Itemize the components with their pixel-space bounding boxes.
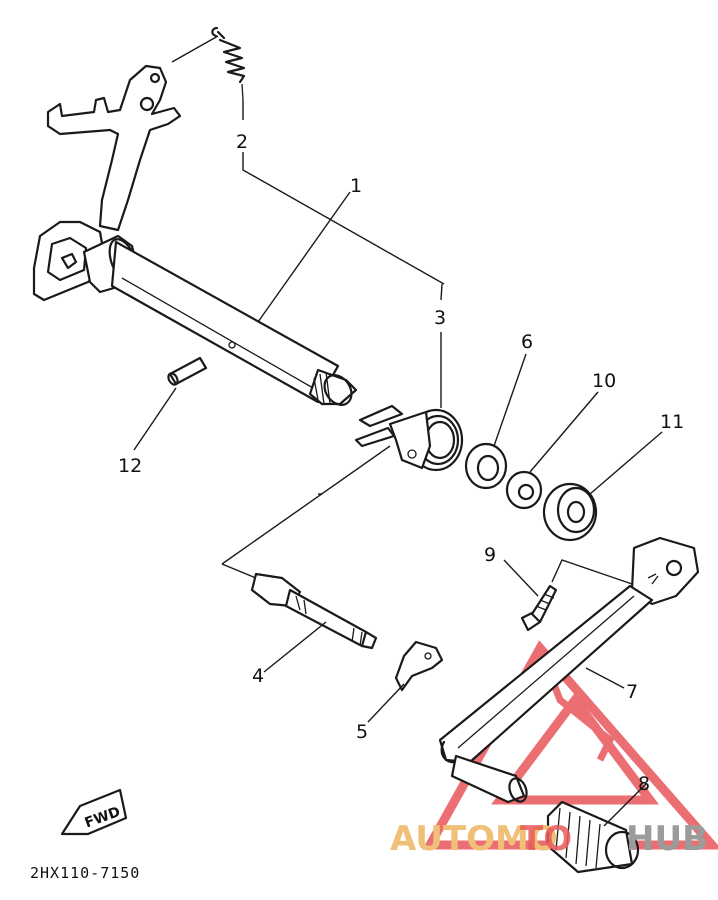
- leader-7: [585, 667, 625, 689]
- part-7-shift-pedal[interactable]: [438, 536, 700, 804]
- callout-8: 8: [638, 773, 650, 795]
- leader-6: [493, 353, 527, 447]
- leader-11: [589, 431, 663, 495]
- callout-7: 7: [626, 681, 638, 703]
- watermark-triangle-inner: [491, 692, 659, 805]
- part-2-spring[interactable]: [211, 26, 246, 101]
- leader-10: [529, 391, 599, 473]
- leader-5: [367, 683, 405, 723]
- callout-12: 12: [118, 455, 142, 477]
- leader-4-top: [221, 445, 391, 579]
- callout-10: 10: [592, 370, 616, 392]
- callout-11: 11: [660, 411, 684, 433]
- part-1-shift-shaft[interactable]: [32, 64, 358, 410]
- fwd-arrow-indicator: FWD: [60, 788, 128, 836]
- leader-4: [263, 621, 327, 673]
- leader-lines: [133, 35, 663, 827]
- watermark-word-b: TO: [520, 819, 572, 859]
- leader-9: [503, 559, 539, 597]
- watermark-text: AUTOMO TO HUB: [390, 819, 708, 859]
- part-8-rubber[interactable]: [546, 800, 640, 874]
- leader-9-pedal: [551, 559, 633, 585]
- part-4-stopper-bolt[interactable]: [250, 572, 378, 650]
- leader-1: [257, 191, 351, 323]
- leader-2-top: [171, 35, 219, 63]
- part-12-pin[interactable]: [167, 356, 208, 386]
- callout-6: 6: [521, 331, 533, 353]
- part-9-bolt[interactable]: [520, 584, 558, 632]
- callout-labels: 1 2 3 4 5 6 7 8 9 10 11 12: [118, 131, 684, 795]
- callout-1: 1: [350, 175, 362, 197]
- callout-3: 3: [434, 307, 446, 329]
- part-10-washer[interactable]: [505, 470, 543, 510]
- part-3-return-spring[interactable]: [354, 404, 464, 472]
- leader-2: [242, 100, 445, 285]
- diagram-code: 2HX110-7150: [30, 864, 140, 882]
- part-6-oil-seal[interactable]: [464, 442, 508, 490]
- callout-4: 4: [252, 665, 264, 687]
- part-11-bushing[interactable]: [542, 482, 598, 542]
- part-5-plate[interactable]: [394, 640, 444, 692]
- leader-3: [440, 283, 443, 408]
- callout-5: 5: [356, 721, 368, 743]
- watermark-word-a: AUTOMO: [390, 819, 558, 859]
- leader-12: [133, 387, 177, 451]
- leader-8: [603, 783, 647, 827]
- callout-9: 9: [484, 544, 496, 566]
- callout-2: 2: [236, 131, 248, 153]
- watermark-word-c: HUB: [626, 819, 708, 859]
